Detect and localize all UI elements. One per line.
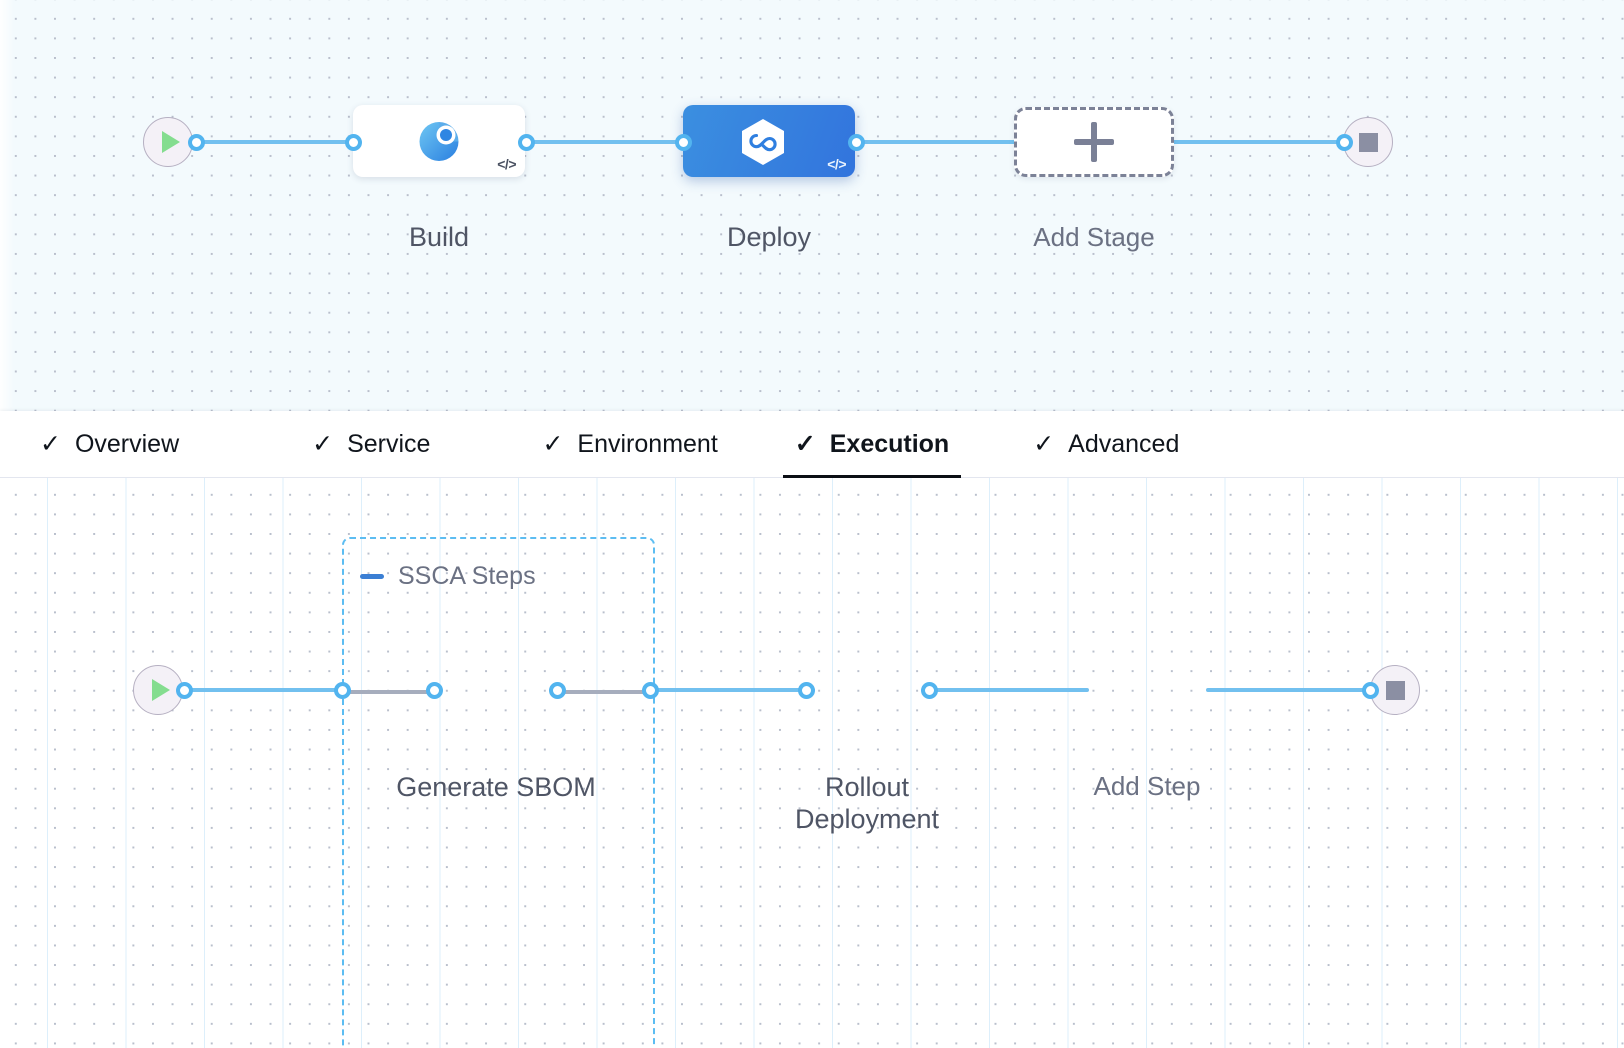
tab-label: Overview (74, 429, 180, 458)
stage-card-deploy[interactable]: </> (683, 105, 855, 177)
port-deploy-out[interactable] (848, 134, 865, 151)
link-addstage-to-end (1160, 140, 1355, 144)
link-build-to-deploy (520, 140, 695, 144)
port-build-in[interactable] (345, 134, 362, 151)
code-badge-icon: </> (497, 156, 516, 172)
play-icon (151, 679, 170, 701)
link-start-to-build (196, 140, 361, 144)
tab-service[interactable]: ✓ Service (302, 411, 440, 478)
link-rollout-to-addstep (929, 688, 1089, 692)
port-build-out[interactable] (518, 134, 535, 151)
check-icon: ✓ (40, 429, 61, 458)
plus-icon (1074, 122, 1114, 162)
tab-label: Environment (577, 429, 718, 458)
port-rollout-out[interactable] (921, 682, 938, 699)
port-start-out[interactable] (188, 134, 205, 151)
stop-icon (1358, 132, 1378, 152)
minus-icon[interactable] (360, 574, 384, 579)
canvas-left-fade (0, 0, 14, 411)
tab-advanced[interactable]: ✓ Advanced (1023, 411, 1189, 478)
tab-label: Execution (829, 429, 950, 458)
port-end-in[interactable] (1336, 134, 1353, 151)
stop-icon (1385, 680, 1405, 700)
port-group-out[interactable] (642, 682, 659, 699)
port-exec-end-in[interactable] (1362, 682, 1379, 699)
port-sbom-in[interactable] (426, 682, 443, 699)
port-rollout-in[interactable] (798, 682, 815, 699)
link-deploy-to-addstage (848, 140, 1028, 144)
link-sbom-to-group-out (557, 690, 654, 694)
stage-label-build: Build (408, 222, 470, 252)
link-addstep-to-end (1206, 688, 1376, 692)
check-icon: ✓ (794, 429, 816, 458)
canvas-left-fade (0, 478, 14, 1048)
tab-environment[interactable]: ✓ Environment (532, 411, 727, 478)
cd-hexagon-icon (742, 119, 784, 165)
code-badge-icon: </> (827, 156, 846, 172)
tab-execution[interactable]: ✓ Execution (782, 411, 962, 479)
add-stage-button[interactable] (1014, 107, 1174, 177)
pipeline-start-node[interactable] (143, 117, 193, 167)
port-sbom-out[interactable] (549, 682, 566, 699)
play-icon (161, 131, 180, 153)
ssca-group-label: SSCA Steps (398, 562, 536, 590)
step-label-rollout-deployment: Rollout Deployment (794, 772, 940, 834)
ssca-steps-group[interactable] (342, 537, 655, 1048)
execution-graph-canvas[interactable]: SSCA Steps (0, 478, 1624, 1048)
port-group-in[interactable] (334, 682, 351, 699)
add-stage-label: Add Stage (1033, 222, 1155, 252)
ssca-group-header[interactable]: SSCA Steps (360, 562, 536, 591)
add-step-label: Add Step (1093, 771, 1201, 801)
link-start-to-group (184, 688, 349, 692)
check-icon: ✓ (542, 429, 564, 458)
check-icon: ✓ (1033, 429, 1055, 458)
link-group-in-to-sbom (343, 690, 438, 694)
tab-label: Advanced (1068, 429, 1180, 458)
stage-label-deploy: Deploy (726, 222, 812, 252)
tab-label: Service (347, 429, 431, 458)
stage-card-build[interactable]: </> (353, 105, 525, 177)
tab-overview[interactable]: ✓ Overview (30, 411, 189, 478)
port-exec-start-out[interactable] (176, 682, 193, 699)
check-icon: ✓ (312, 429, 334, 458)
step-label-generate-sbom: Generate SBOM (396, 772, 596, 802)
stage-graph-canvas[interactable]: </> Build </> Deploy Add Stage (0, 0, 1624, 411)
link-group-to-rollout (650, 688, 815, 692)
stage-config-tabs: ✓ Overview ✓ Service ✓ Environment ✓ Exe… (0, 411, 1624, 479)
ci-build-icon (419, 122, 459, 161)
port-deploy-in[interactable] (675, 134, 692, 151)
